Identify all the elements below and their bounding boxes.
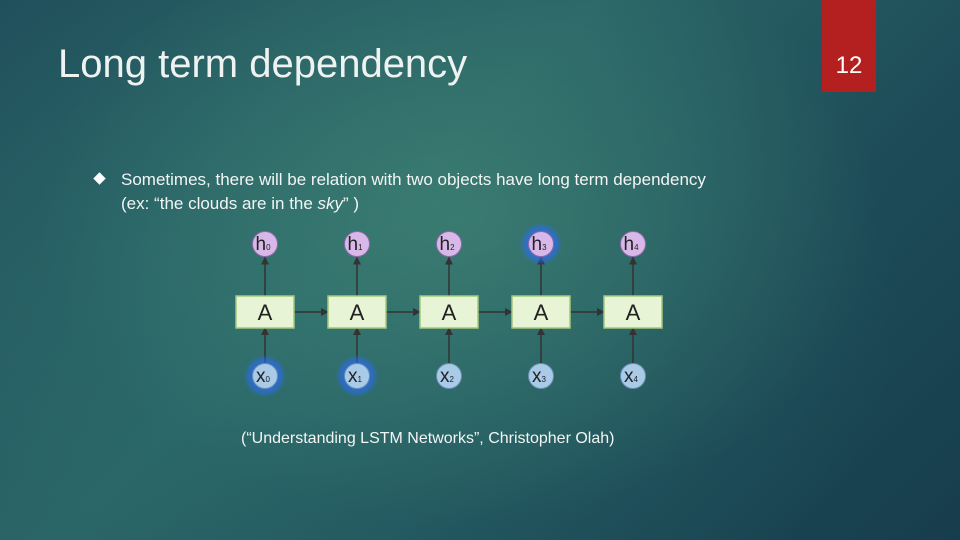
- rnn-block-label-1: A: [350, 300, 365, 325]
- output-node-4: [620, 231, 646, 257]
- bullet-text-emphasis: sky: [317, 194, 344, 213]
- bullet-text: Sometimes, there will be relation with t…: [121, 168, 721, 216]
- input-node-2: [436, 363, 462, 389]
- page-number-badge: 12: [822, 0, 876, 92]
- rnn-block-0: [235, 295, 295, 329]
- input-node-1: [344, 363, 370, 389]
- rnn-block-1: [327, 295, 387, 329]
- output-node-2: [436, 231, 462, 257]
- bullet-text-before: Sometimes, there will be relation with t…: [121, 170, 706, 213]
- rnn-block-label-4: A: [626, 300, 641, 325]
- input-node-0: [252, 363, 278, 389]
- page-number: 12: [835, 52, 863, 79]
- rnn-block-label-3: A: [534, 300, 549, 325]
- output-node-3: [528, 231, 554, 257]
- input-node-4: [620, 363, 646, 389]
- slide-title: Long term dependency: [58, 42, 468, 86]
- output-node-1: [344, 231, 370, 257]
- diamond-bullet-icon: [93, 172, 106, 185]
- rnn-block-label-0: A: [258, 300, 273, 325]
- rnn-block-3: [511, 295, 571, 329]
- rnn-block-2: [419, 295, 479, 329]
- output-node-0: [252, 231, 278, 257]
- bullet-text-after: ” ): [343, 194, 360, 213]
- figure-caption: (“Understanding LSTM Networks”, Christop…: [241, 430, 615, 447]
- rnn-block-4: [603, 295, 663, 329]
- input-node-3: [528, 363, 554, 389]
- rnn-block-label-2: A: [442, 300, 457, 325]
